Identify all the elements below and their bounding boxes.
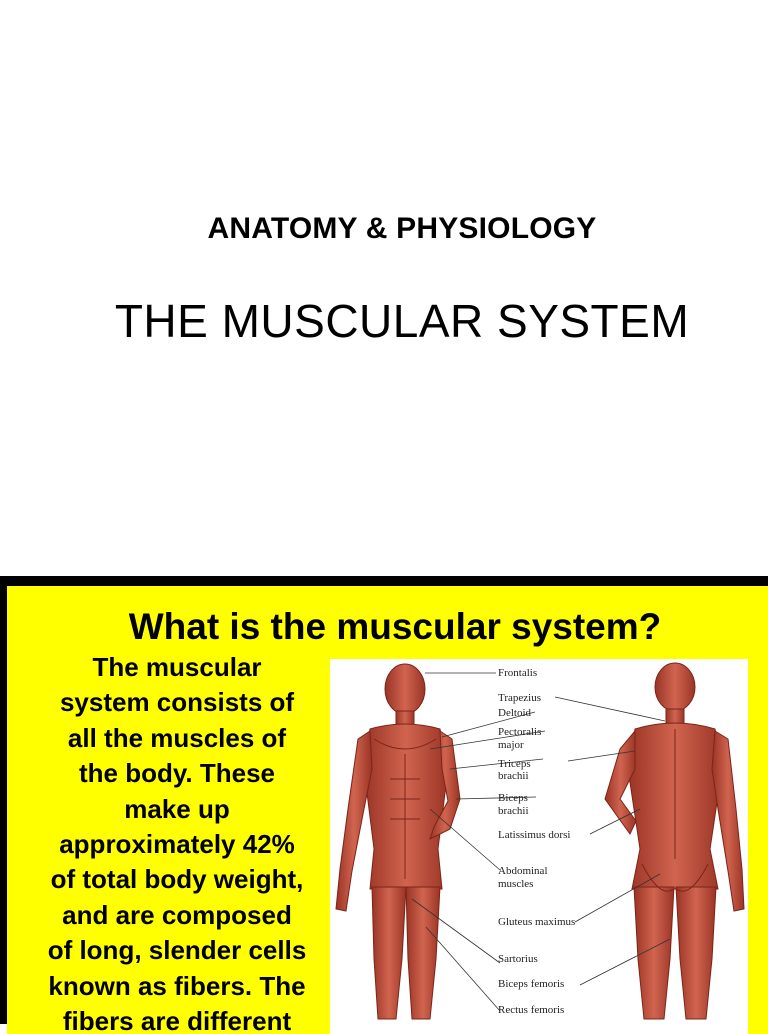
label-sartorius: Sartorius <box>498 953 538 965</box>
back-muscle-lines <box>641 729 709 892</box>
muscle-diagram: Frontalis Trapezius Deltoid Pectoralis m… <box>330 659 748 1034</box>
body-line: fibers are different <box>62 1006 292 1034</box>
body-paragraph: The muscular system consists of all the … <box>23 650 331 1034</box>
label-frontalis: Frontalis <box>498 667 537 679</box>
label-biceps-femoris: Biceps femoris <box>498 978 564 990</box>
label-trapezius: Trapezius <box>498 692 541 704</box>
muscle-diagram-svg: Frontalis Trapezius Deltoid Pectoralis m… <box>335 662 745 1020</box>
label-triceps: Triceps <box>498 758 531 770</box>
question-heading: What is the muscular system? <box>128 606 662 647</box>
body-line: The muscular <box>92 652 262 682</box>
label-latissimus: Latissimus dorsi <box>498 829 570 841</box>
label-rectus-femoris: Rectus femoris <box>498 1004 564 1016</box>
body-line: and are composed <box>62 899 292 930</box>
question-slide-panel: What is the muscular system? The muscula… <box>7 586 768 1034</box>
title-slide: ANATOMY & PHYSIOLOGY THE MUSCULAR SYSTEM <box>114 212 690 347</box>
body-line: the body. These <box>79 758 275 789</box>
body-line: make up <box>124 793 230 824</box>
label-abdominal: Abdominal <box>498 865 548 877</box>
question-slide: What is the muscular system? The muscula… <box>0 576 768 1034</box>
body-line: approximately 42% <box>59 829 295 860</box>
body-line: of long, slender cells <box>47 935 307 966</box>
label-leader-lines <box>411 672 671 1012</box>
label-biceps: Biceps <box>498 792 528 804</box>
front-muscle-lines <box>373 738 437 879</box>
slide-title: THE MUSCULAR SYSTEM <box>114 295 690 347</box>
label-biceps-2: brachii <box>498 805 529 817</box>
slide-subtitle: ANATOMY & PHYSIOLOGY <box>207 212 597 245</box>
label-pectoralis-2: major <box>498 739 524 751</box>
body-line: of total body weight, <box>50 864 304 895</box>
body-line: system consists of <box>59 687 295 718</box>
label-abdominal-2: muscles <box>498 878 533 890</box>
body-line: known as fibers. The <box>48 970 306 1001</box>
label-gluteus: Gluteus maximus <box>498 916 575 928</box>
label-deltoid: Deltoid <box>498 707 531 719</box>
back-body-figure <box>604 662 745 1020</box>
body-line: all the muscles of <box>67 722 287 753</box>
front-body-figure <box>335 663 461 1020</box>
label-pectoralis: Pectoralis <box>498 726 541 738</box>
label-triceps-2: brachii <box>498 770 529 782</box>
